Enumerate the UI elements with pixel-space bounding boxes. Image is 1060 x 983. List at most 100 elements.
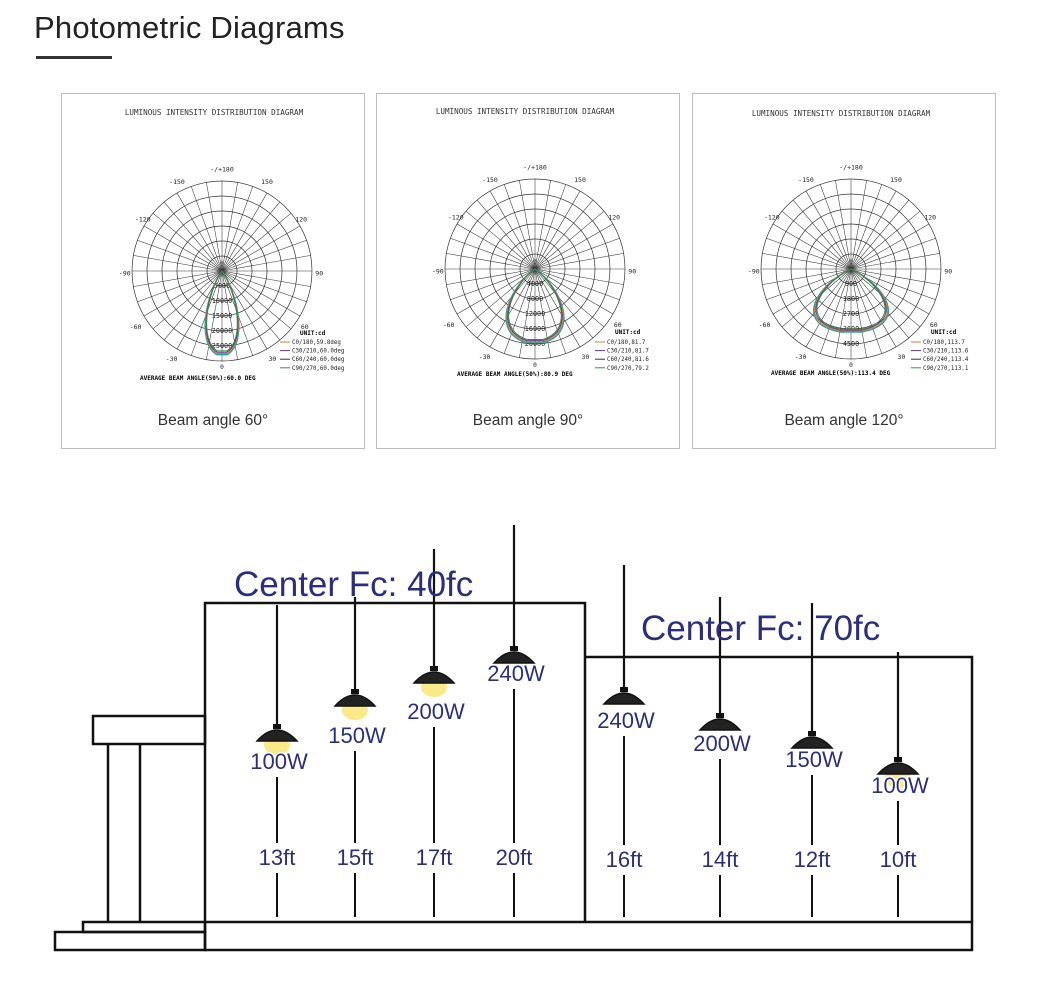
grid-spoke bbox=[534, 268, 614, 315]
angle-label: -/+180 bbox=[210, 165, 234, 173]
grid-spoke bbox=[221, 186, 254, 272]
highbay-lamp-icon bbox=[255, 729, 299, 742]
angle-label: 0 bbox=[849, 362, 853, 369]
grid-spoke bbox=[534, 237, 620, 270]
angle-label: -/+180 bbox=[523, 163, 547, 171]
mounting-height-label: 15ft bbox=[337, 845, 374, 870]
grid-spoke bbox=[221, 270, 301, 317]
lamp-mount bbox=[894, 757, 902, 762]
grid-spoke bbox=[534, 268, 620, 301]
diagram-title: LUMINOUS INTENSITY DISTRIBUTION DIAGRAM bbox=[752, 109, 931, 118]
angle-label: 0 bbox=[220, 261, 224, 268]
grid-spoke bbox=[143, 270, 223, 317]
grid-spoke bbox=[133, 255, 223, 272]
grid-spoke bbox=[534, 180, 551, 270]
grid-spoke bbox=[489, 190, 536, 270]
angle-label: 90 bbox=[944, 268, 952, 276]
highbay-lamp-icon bbox=[698, 718, 742, 731]
grid-spoke bbox=[850, 268, 897, 348]
page-title: Photometric Diagrams bbox=[34, 10, 345, 45]
grid-spoke bbox=[534, 210, 605, 270]
grid-spoke bbox=[850, 180, 867, 270]
grid-spoke bbox=[133, 270, 223, 287]
grid-spoke bbox=[534, 190, 581, 270]
grid-spoke bbox=[534, 268, 581, 348]
angle-label: 0 bbox=[220, 364, 224, 371]
polar-grid bbox=[760, 178, 942, 360]
ring-label: 10000 bbox=[212, 297, 232, 305]
grid-spoke bbox=[476, 199, 536, 270]
grid-spoke bbox=[835, 268, 852, 358]
grid-spoke bbox=[221, 255, 311, 272]
grid-spoke bbox=[519, 268, 536, 358]
polar-diagram: LUMINOUS INTENSITY DISTRIBUTION DIAGRAM … bbox=[748, 109, 969, 377]
polar-diagram: LUMINOUS INTENSITY DISTRIBUTION DIAGRAM … bbox=[119, 108, 344, 382]
ring-label: 8000 bbox=[527, 295, 543, 303]
lamp-mount bbox=[510, 646, 518, 651]
fixture-2: 150W 15ft bbox=[327, 597, 387, 917]
angle-label: 120 bbox=[295, 216, 307, 224]
polar-diagram: LUMINOUS INTENSITY DISTRIBUTION DIAGRAM … bbox=[432, 107, 649, 378]
intensity-curve bbox=[508, 268, 562, 340]
grid-spoke bbox=[850, 268, 867, 358]
grid-spoke bbox=[163, 201, 223, 272]
highbay-lamp-icon bbox=[412, 671, 456, 684]
curve-legend: C0/180,113.7C30/210,113.6C60/240,113.4C9… bbox=[911, 340, 969, 372]
intensity-curves bbox=[505, 268, 565, 344]
grid-spoke bbox=[850, 268, 910, 339]
grid-spoke bbox=[850, 268, 940, 285]
intensity-curve bbox=[816, 268, 886, 330]
highbay-lamp-icon bbox=[876, 762, 920, 775]
grid-spoke bbox=[850, 199, 910, 270]
angle-label: -30 bbox=[166, 355, 178, 363]
angle-label: -150 bbox=[169, 178, 185, 186]
highbay-lamp-icon bbox=[602, 692, 646, 705]
angle-label: -120 bbox=[764, 214, 780, 222]
ring-label: 4500 bbox=[843, 340, 859, 348]
wattage-label: 150W bbox=[328, 723, 386, 748]
angle-label: -120 bbox=[135, 216, 151, 224]
unit-label: UNIT:cd bbox=[300, 330, 326, 337]
grid-spoke bbox=[850, 268, 936, 301]
angle-label: -30 bbox=[795, 353, 807, 361]
grid-spoke bbox=[152, 212, 223, 272]
angle-label: -90 bbox=[748, 268, 760, 276]
grid-spoke bbox=[221, 270, 311, 287]
grid-spoke bbox=[766, 237, 852, 270]
ground-step bbox=[81, 920, 207, 934]
grid-spoke bbox=[534, 199, 594, 270]
legend-entry: C0/180,59.8deg bbox=[292, 340, 341, 346]
angle-label: 30 bbox=[581, 353, 589, 361]
grid-spoke bbox=[465, 210, 536, 270]
intensity-curves bbox=[204, 269, 240, 356]
grid-spoke bbox=[206, 182, 223, 272]
grid-spoke bbox=[450, 237, 536, 270]
grid-spoke bbox=[850, 253, 940, 270]
mounting-height-label: 17ft bbox=[416, 845, 453, 870]
grid-spoke bbox=[163, 270, 223, 341]
wattage-label: 150W bbox=[785, 747, 843, 772]
grid-spoke bbox=[221, 270, 281, 341]
diagram-card-60: LUMINOUS INTENSITY DISTRIBUTION DIAGRAM … bbox=[61, 93, 365, 449]
beam-angle-caption: Beam angle 60° bbox=[157, 412, 269, 429]
building-outline bbox=[53, 601, 974, 952]
highbay-lamp-icon bbox=[492, 651, 536, 664]
grid-spoke bbox=[819, 184, 852, 270]
angle-label: 60 bbox=[930, 321, 938, 329]
mounting-height-label: 16ft bbox=[606, 847, 643, 872]
legend-entry: C90/270,113.1 bbox=[923, 366, 969, 372]
ring-label: 1800 bbox=[843, 295, 859, 303]
diagram-card-120: LUMINOUS INTENSITY DISTRIBUTION DIAGRAM … bbox=[692, 93, 996, 449]
legend-entry: C30/210,81.7 bbox=[607, 349, 649, 355]
grid-spoke bbox=[762, 253, 852, 270]
lamp-mount bbox=[808, 731, 816, 736]
grid-spoke bbox=[762, 268, 852, 285]
